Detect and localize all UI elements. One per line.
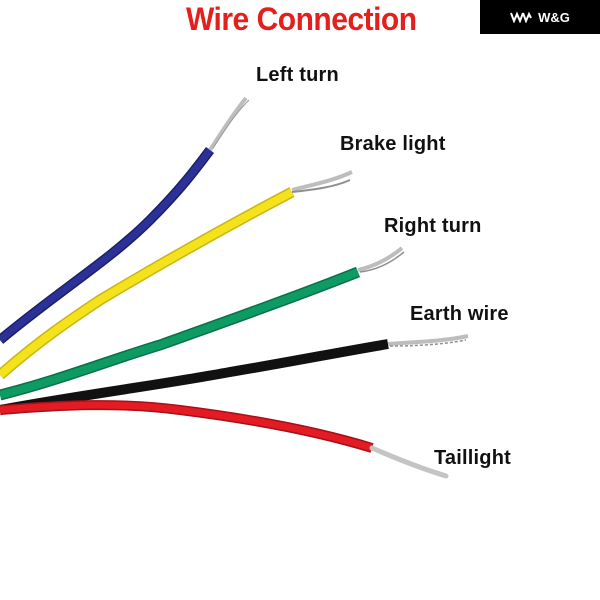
brand-badge: W&G bbox=[480, 0, 600, 34]
label-taillight: Taillight bbox=[434, 447, 511, 469]
wire-earth-wire-insulation bbox=[0, 339, 389, 415]
wire-left-turn-copper-tip bbox=[208, 96, 248, 152]
wire-left-turn bbox=[0, 96, 250, 344]
wire-right-turn bbox=[0, 246, 405, 401]
wire-earth-wire-copper-tip bbox=[387, 334, 469, 346]
wire-taillight bbox=[0, 400, 449, 479]
wire-brake-light-copper-tip bbox=[291, 170, 353, 192]
wg-logo-icon bbox=[510, 11, 533, 23]
label-right-turn: Right turn bbox=[384, 215, 482, 237]
wire-brake-light bbox=[0, 170, 353, 380]
page-title: Wire Connection bbox=[186, 2, 417, 38]
label-left-turn: Left turn bbox=[256, 64, 339, 86]
wire-taillight-copper-tip bbox=[369, 445, 449, 479]
wire-right-turn-copper-tip bbox=[357, 246, 404, 272]
wire-earth-wire bbox=[0, 334, 469, 415]
label-brake-light: Brake light bbox=[340, 133, 446, 155]
brand-name: W&G bbox=[538, 9, 570, 25]
label-earth-wire: Earth wire bbox=[410, 303, 509, 325]
